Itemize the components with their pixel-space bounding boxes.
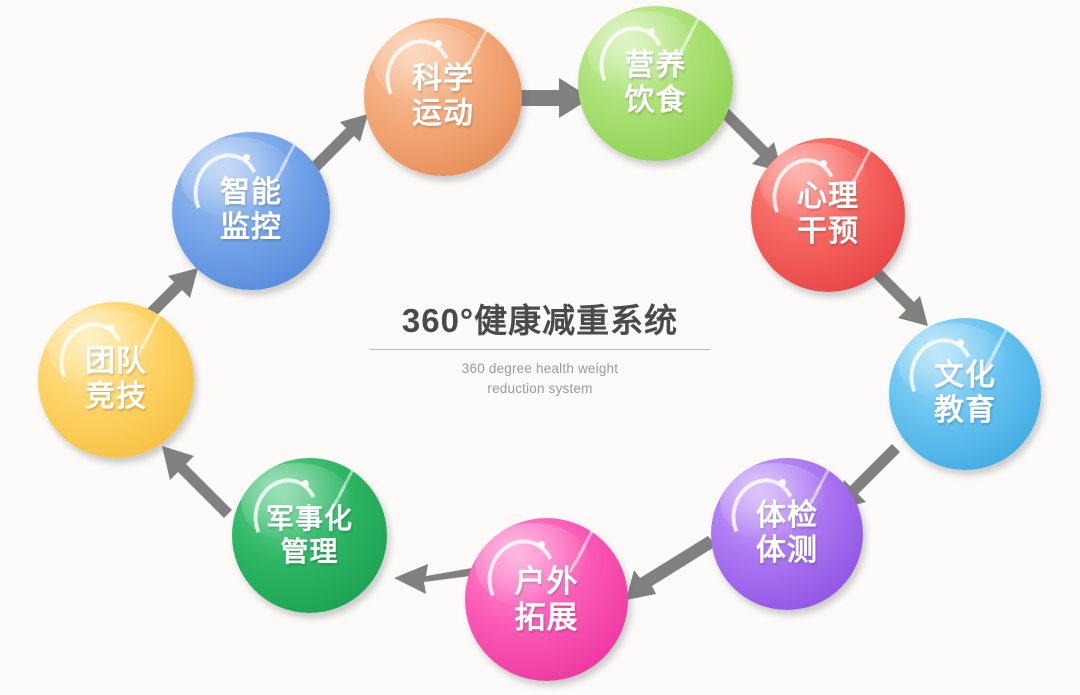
node-label-line2: 饮食 (624, 83, 687, 117)
sphere-body (578, 6, 733, 161)
sphere-body (38, 302, 194, 458)
node-label-line2: 干预 (797, 215, 859, 248)
node-label-line1: 心理 (797, 180, 859, 214)
node-label-line2: 竞技 (85, 380, 147, 413)
node-psychological-intervention[interactable]: 心理 干预 (751, 138, 905, 292)
node-military-management[interactable]: 军事化 管理 (232, 458, 387, 613)
highlight-dot-icon (647, 27, 655, 35)
arrow-outdoor-expansion-to-military-management (386, 548, 474, 606)
node-label-line1: 营养 (624, 48, 687, 82)
sphere-body (465, 518, 628, 681)
node-label-line1: 文化 (934, 359, 996, 393)
node-label-line1: 体检 (756, 499, 818, 533)
node-outdoor-expansion[interactable]: 户外 拓展 (465, 518, 628, 681)
node-label-line1: 团队 (85, 345, 147, 379)
highlight-dot-icon (957, 339, 965, 347)
node-label-line1: 科学 (412, 62, 474, 96)
highlight-dot-icon (301, 479, 309, 487)
page-title: 360°健康减重系统 (401, 302, 679, 339)
node-label-line1: 户外 (514, 563, 579, 599)
node-label-line1: 军事化 (265, 503, 353, 535)
highlight-dot-icon (435, 40, 443, 48)
node-science-exercise[interactable]: 科学 运动 (364, 18, 522, 176)
node-nutrition-diet[interactable]: 营养 饮食 (578, 6, 733, 161)
node-culture-education[interactable]: 文化 教育 (889, 318, 1041, 470)
node-label-line2: 体测 (756, 534, 818, 567)
subtitle-line1: 360 degree health weight (461, 360, 619, 376)
node-label-line2: 教育 (934, 394, 996, 427)
node-label-line2: 监控 (220, 211, 282, 244)
sphere-body (751, 138, 905, 292)
arrow-physical-exam-to-outdoor-expansion (622, 536, 722, 608)
node-label-line1: 智能 (220, 176, 282, 210)
node-smart-monitoring[interactable]: 智能 监控 (172, 132, 330, 290)
highlight-dot-icon (108, 323, 116, 331)
highlight-dot-icon (779, 479, 787, 487)
sphere-body (889, 318, 1041, 470)
subtitle-line2: reduction system (487, 380, 593, 396)
node-label-line2: 管理 (280, 535, 339, 567)
center-title-block: 360°健康减重系统 360 degree health weight redu… (330, 302, 750, 398)
highlight-dot-icon (538, 540, 546, 548)
node-team-competition[interactable]: 团队 竞技 (38, 302, 194, 458)
page-subtitle: 360 degree health weight reduction syste… (330, 359, 750, 398)
node-label-line2: 运动 (412, 97, 474, 130)
node-label-line2: 拓展 (514, 599, 579, 635)
highlight-dot-icon (243, 154, 251, 162)
highlight-dot-icon (820, 159, 828, 167)
node-physical-examination[interactable]: 体检 体测 (711, 458, 863, 610)
title-divider (370, 348, 710, 350)
